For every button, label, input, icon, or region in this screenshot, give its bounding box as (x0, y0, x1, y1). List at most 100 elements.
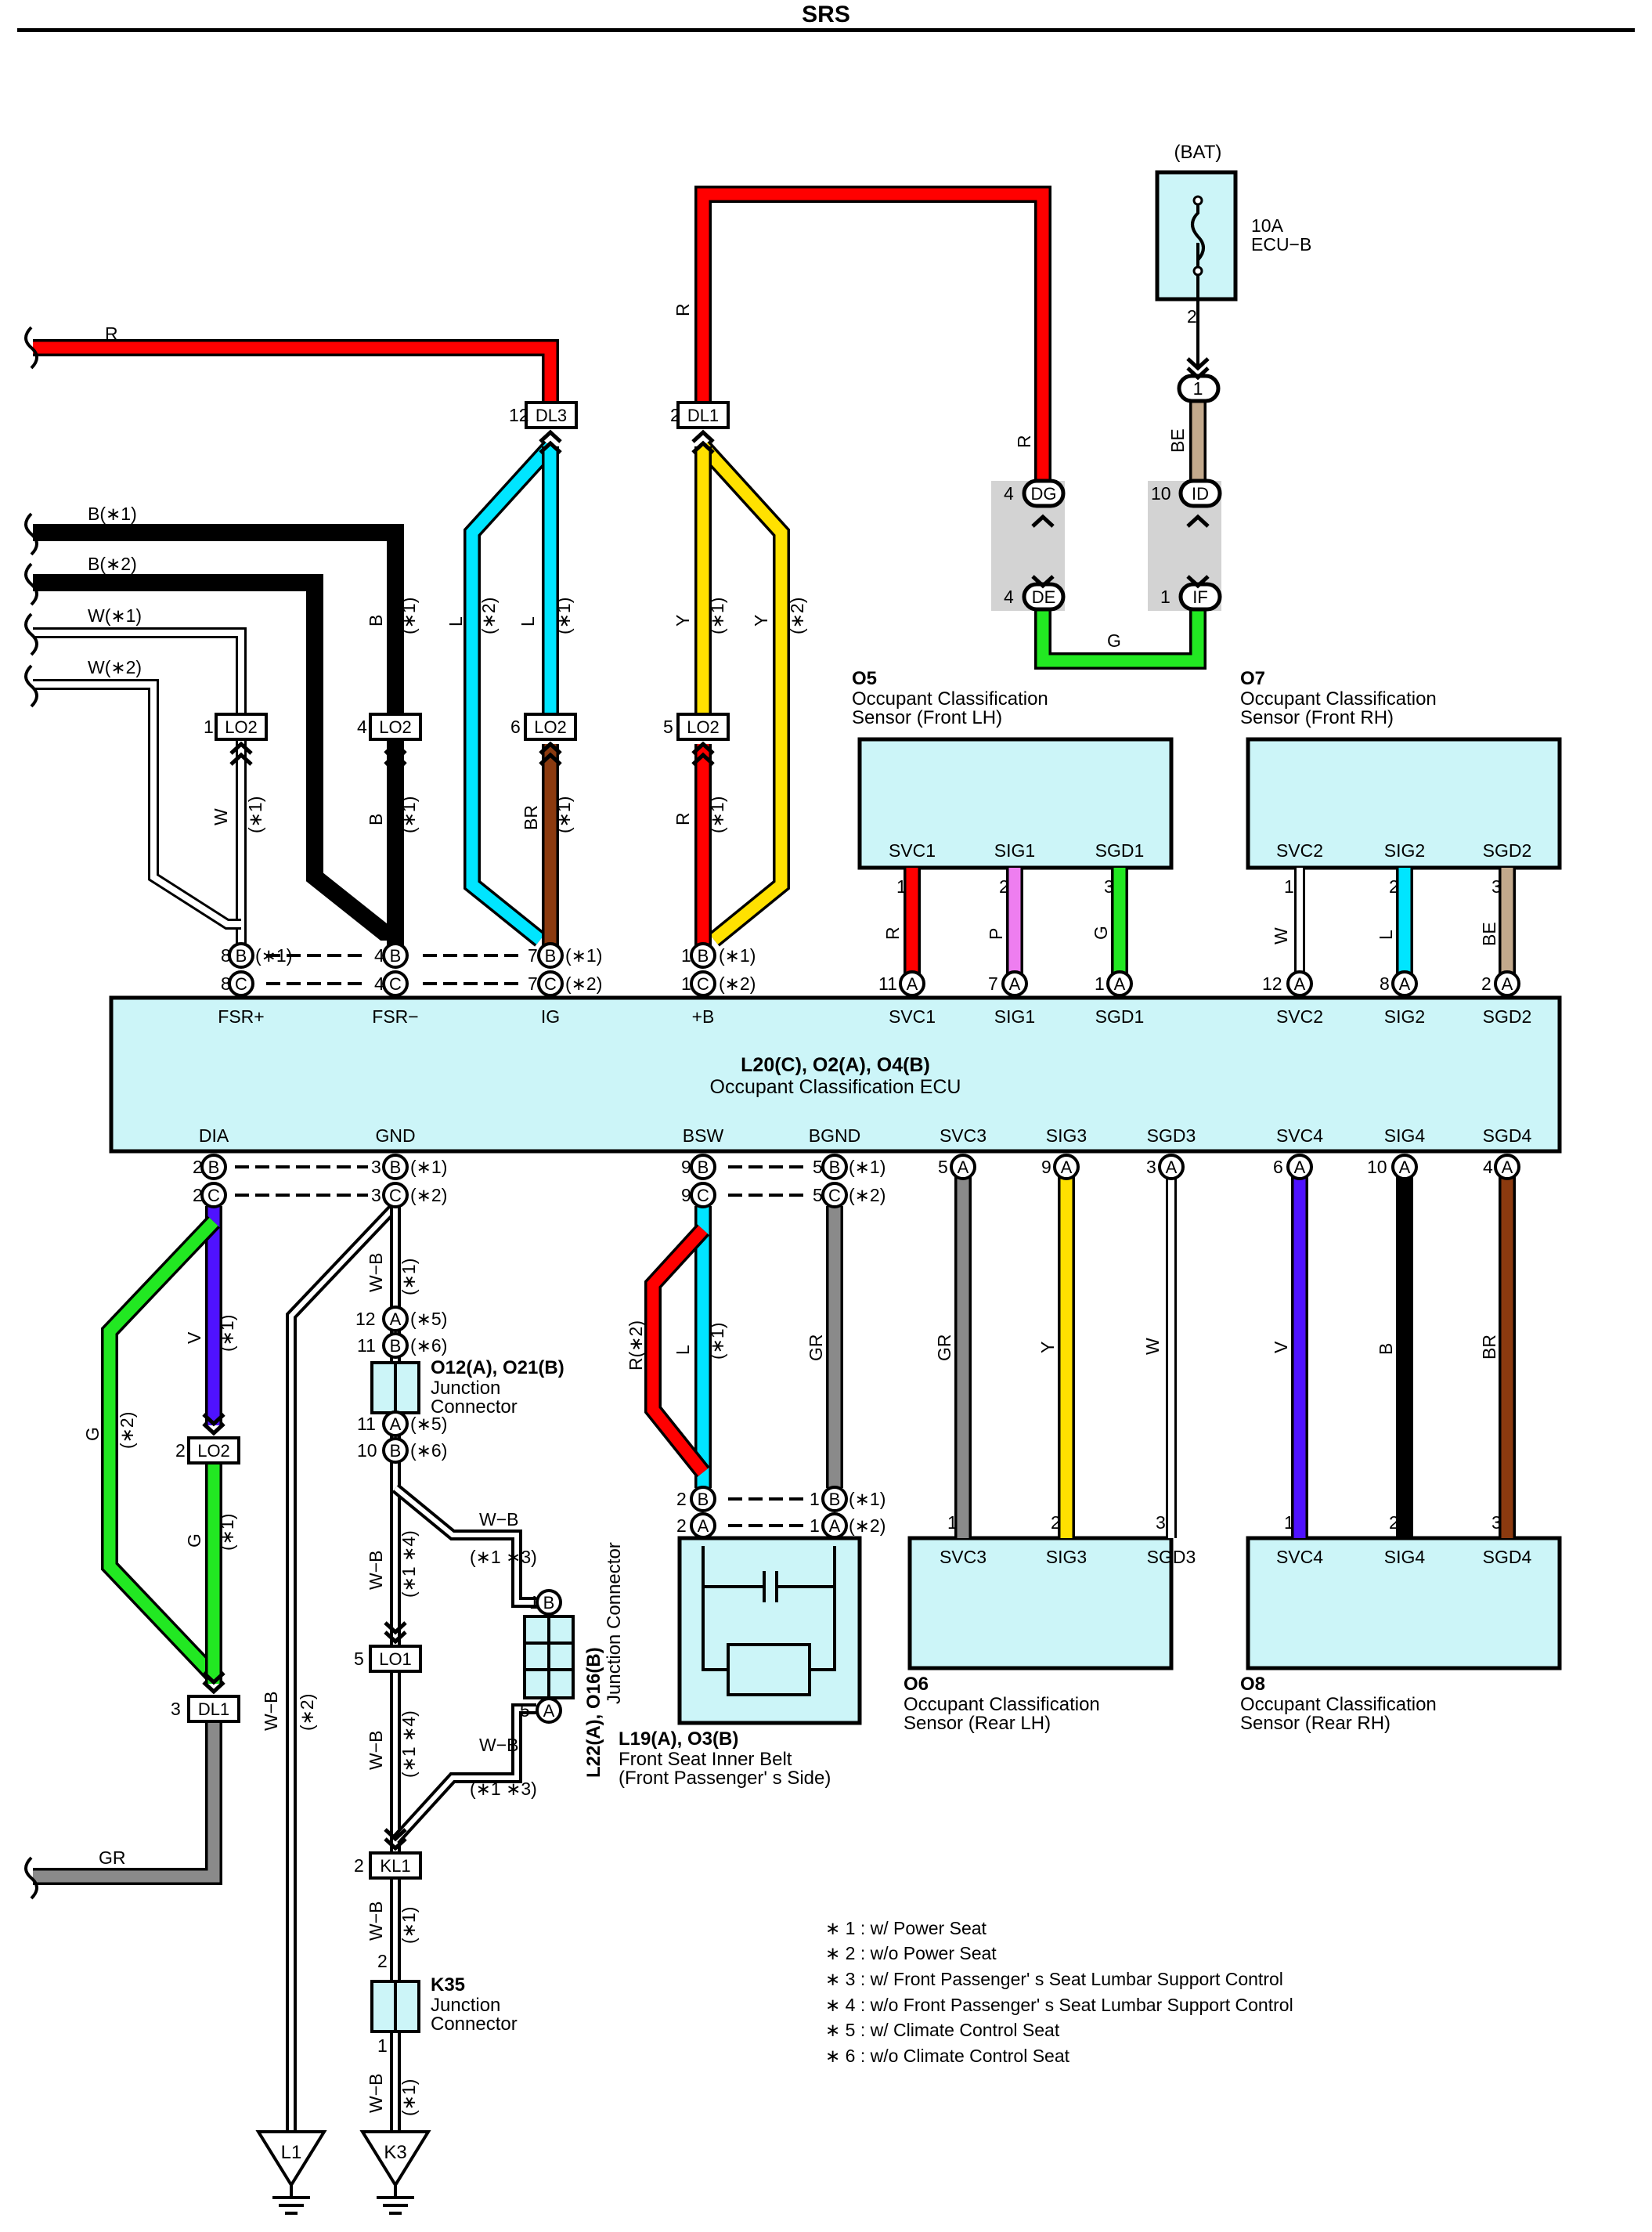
o5-pin-sig1: SIG1 (994, 840, 1035, 861)
schematic-label: (∗1) (707, 598, 727, 634)
conn-label-dg: DG (1031, 484, 1057, 504)
terminal-letter: B (829, 1158, 841, 1177)
connector-lo1 (369, 1645, 422, 1673)
schematic-label: 2 (676, 1515, 687, 1536)
legend-item-4: ∗ 4 : w/o Front Passenger' s Seat Lumbar… (825, 1995, 1293, 2015)
o12-code: O12(A), O21(B) (431, 1357, 564, 1378)
connector-lo2-6 (524, 713, 577, 741)
schematic-label: (∗1) (399, 2079, 419, 2116)
o6-pin-sgd3: SGD3 (1147, 1547, 1196, 1567)
schematic-label: 3 (371, 1157, 381, 1177)
terminal-letter: B (698, 946, 709, 966)
terminal-letter: C (389, 974, 402, 994)
terminal-circle (690, 970, 716, 997)
schematic-label: 10 (1367, 1157, 1387, 1177)
terminal-letter: B (208, 1158, 220, 1177)
schematic-label: 4 (374, 973, 384, 994)
schematic-label: 6 (510, 717, 521, 737)
ecu-pin-fsr-plus: FSR+ (218, 1006, 264, 1027)
conn-label-kl1: KL1 (380, 1856, 410, 1876)
schematic-label: 1 (1095, 973, 1105, 994)
schematic-label: 2 (377, 1951, 388, 1971)
schematic-label: 7 (528, 945, 538, 966)
schematic-label: BE (1479, 922, 1499, 946)
schematic-label: W(∗1) (88, 605, 142, 626)
schematic-label: (∗1) (410, 1157, 447, 1177)
schematic-label: 1 (947, 1512, 958, 1533)
terminal-circle (690, 1154, 716, 1180)
schematic-label: W (1271, 927, 1291, 944)
ecu-pin-sig1: SIG1 (994, 1006, 1035, 1027)
terminal-letter: C (697, 1186, 709, 1205)
l22-code: L22(A), O16(B) (583, 1647, 604, 1778)
ecu-pin-bgnd: BGND (809, 1125, 860, 1146)
o7-code: O7 (1240, 668, 1265, 689)
o8-pin-svc4: SVC4 (1276, 1547, 1323, 1567)
schematic-label: (∗6) (410, 1335, 447, 1356)
schematic-label: B(∗1) (88, 504, 137, 524)
schematic-label: (∗1) (707, 1323, 727, 1360)
schematic-label: (∗1) (399, 1259, 419, 1295)
schematic-label: 2 (354, 1855, 364, 1876)
schematic-label: (∗1 ∗4) (399, 1710, 419, 1778)
schematic-label: L (1376, 930, 1396, 940)
schematic-label: 4 (1004, 483, 1014, 504)
schematic-label: (∗1) (245, 796, 265, 833)
o5-line1: Occupant Classification (852, 688, 1048, 710)
schematic-label: 7 (528, 973, 538, 994)
terminal-letter: A (1294, 974, 1306, 994)
wire-green-de-if (1034, 598, 1207, 670)
conn-label-lo2-e: LO2 (197, 1441, 230, 1461)
ecu-pin-sgd4: SGD4 (1483, 1125, 1532, 1146)
schematic-label: 2 (193, 1157, 203, 1177)
terminal-letter: C (207, 1186, 220, 1205)
conn-label-lo2-c: LO2 (534, 717, 567, 737)
schematic-label: 4 (1483, 1157, 1493, 1177)
wire-green-dia (101, 1215, 222, 1684)
schematic-label: L (518, 616, 538, 627)
schematic-label: 3 (1156, 1512, 1166, 1533)
schematic-label: 5 (813, 1157, 823, 1177)
ground-l1: L1 (281, 2142, 302, 2163)
schematic-label: (∗6) (410, 1440, 447, 1461)
schematic-label: B(∗2) (88, 554, 137, 574)
o7-line2: Sensor (Front RH) (1240, 707, 1394, 728)
schematic-label: 1 (681, 973, 691, 994)
terminal-circle (537, 942, 564, 969)
terminal-letter: A (390, 1414, 402, 1434)
schematic-label: (∗2) (410, 1185, 447, 1205)
schematic-label: (∗1) (849, 1489, 886, 1509)
o6-pin-svc3: SVC3 (940, 1547, 987, 1567)
o8-pin-sgd4: SGD4 (1483, 1547, 1532, 1567)
schematic-label: (∗1 ∗4) (399, 1530, 419, 1598)
terminal-circle (382, 970, 409, 997)
terminal-circle (382, 1182, 409, 1208)
schematic-label: (∗2) (297, 1694, 317, 1731)
terminal-circle (1053, 1154, 1080, 1180)
schematic-label: B (366, 814, 386, 825)
schematic-label: 1 (1284, 876, 1294, 897)
o12-line2: Connector (431, 1396, 518, 1418)
conn-label-lo1: LO1 (379, 1649, 412, 1669)
o5-line2: Sensor (Front LH) (852, 707, 1002, 728)
schematic-label: (∗5) (410, 1414, 447, 1434)
terminal-letter: A (1166, 1158, 1178, 1177)
o8-line1: Occupant Classification (1240, 1694, 1437, 1715)
o8-code: O8 (1240, 1674, 1265, 1695)
schematic-label: 2 (1481, 973, 1491, 994)
schematic-label: GR (806, 1335, 826, 1362)
terminal-letter: A (543, 1701, 555, 1721)
o8-pin-sig4: SIG4 (1384, 1547, 1426, 1567)
schematic-label: B (366, 615, 386, 627)
schematic-label: (∗1) (565, 945, 602, 966)
terminal-circle (1286, 1154, 1313, 1180)
schematic-label: (∗1) (217, 1514, 237, 1551)
o7-pin-svc2: SVC2 (1276, 840, 1323, 861)
wire-red-dl3 (33, 339, 559, 415)
schematic-label: 4 (1004, 587, 1014, 607)
connector-dg (1022, 479, 1066, 508)
terminal-letter: B (698, 1158, 709, 1177)
terminal-circle (1391, 1154, 1418, 1180)
schematic-label: (∗1) (399, 1907, 419, 1944)
